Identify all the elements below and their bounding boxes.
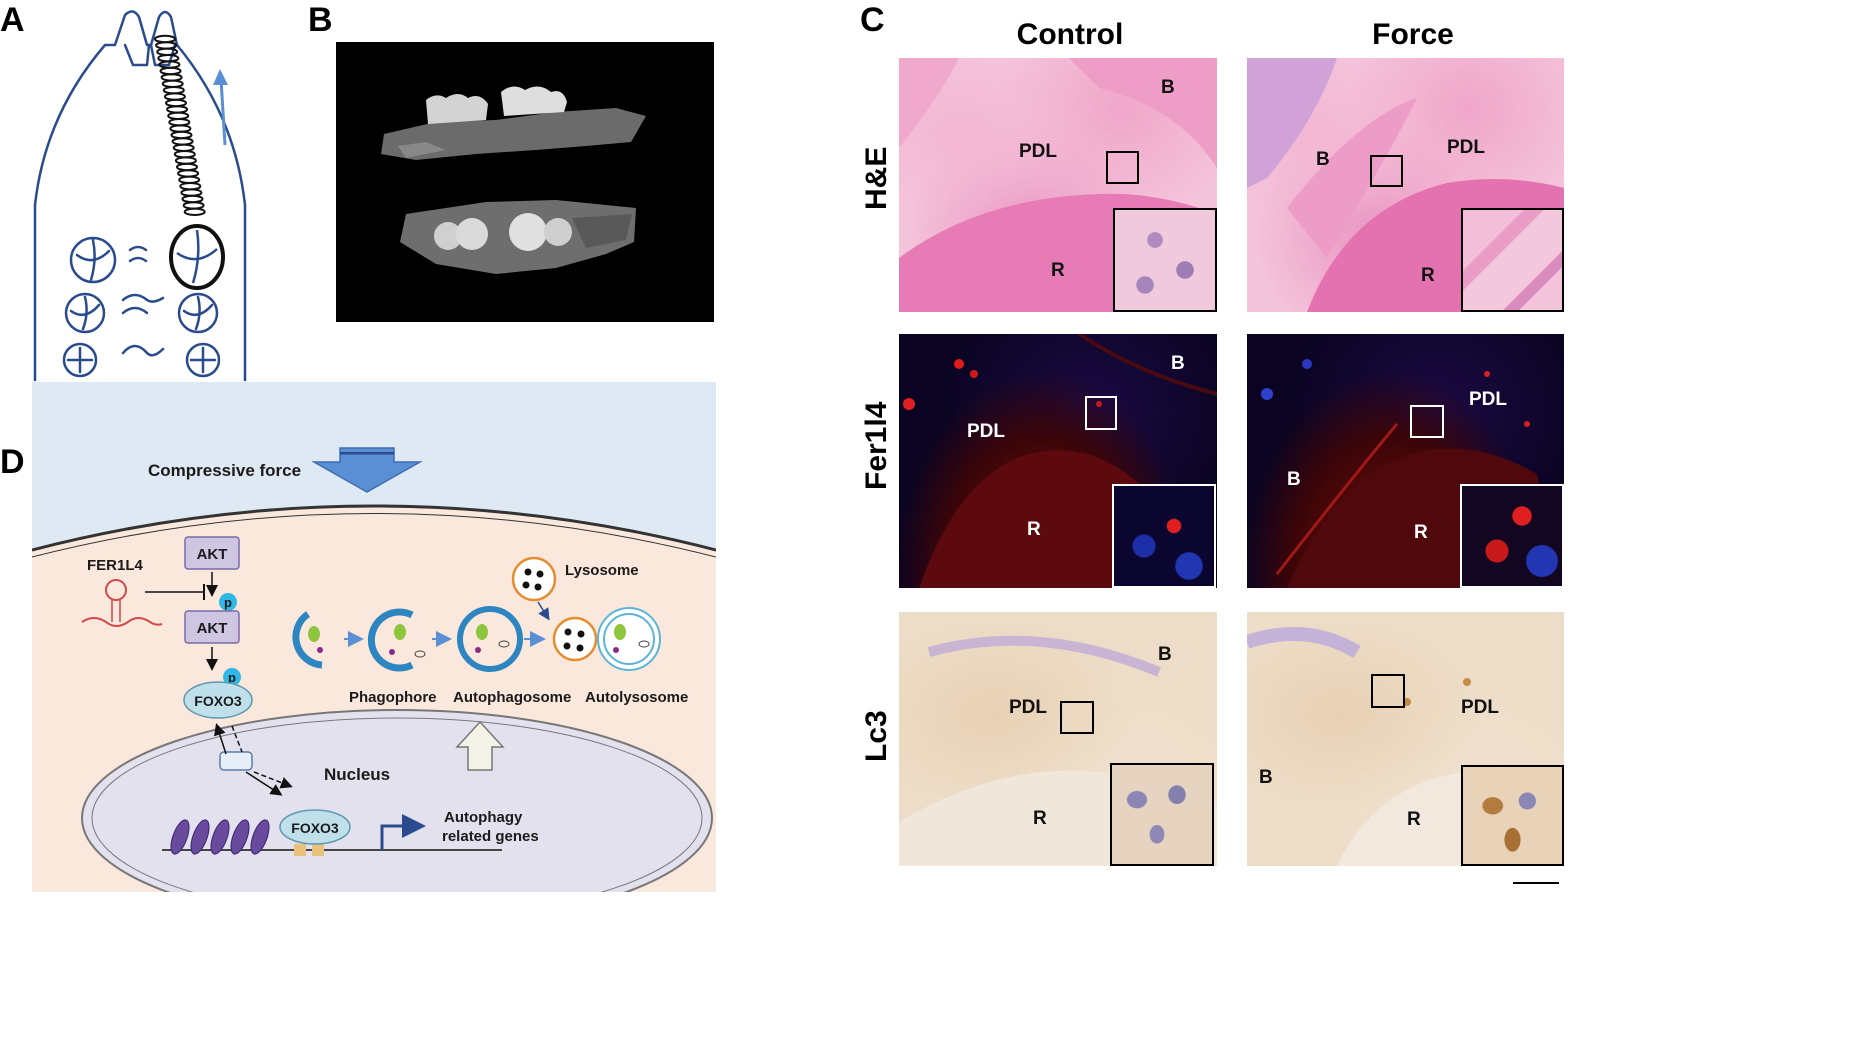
row-header-he: H&E	[860, 146, 893, 210]
tissue-label-b: B	[1158, 644, 1172, 665]
akt-label: AKT	[197, 546, 228, 563]
tissue-label-pdl: PDL	[967, 421, 1005, 442]
tissue-label-pdl: PDL	[1019, 141, 1057, 162]
panel-label-b: B	[308, 1, 333, 39]
magnified-inset	[1110, 763, 1214, 866]
tissue-label-b: B	[1316, 149, 1330, 170]
tissue-label-b: B	[1161, 77, 1175, 98]
fer1l4-control-image: PDL B R	[899, 334, 1217, 588]
phospho-akt-box	[184, 610, 240, 644]
tissue-label-b: B	[1259, 767, 1273, 788]
autophagy-genes-line1: Autophagy	[444, 809, 523, 826]
he-force-image: PDL B R	[1247, 58, 1564, 312]
fer1l4-force-image: PDL B R	[1247, 334, 1564, 588]
autolysosome-label: Autolysosome	[585, 689, 688, 706]
lc3-force-image: PDL B R	[1247, 612, 1564, 866]
roi-box	[1085, 396, 1117, 430]
compressive-force-label: Compressive force	[148, 461, 301, 480]
autophagosome-label: Autophagosome	[453, 689, 571, 706]
foxo3-label: FOXO3	[194, 693, 242, 709]
tissue-label-r: R	[1051, 260, 1065, 281]
tissue-label-pdl: PDL	[1461, 697, 1499, 718]
tissue-label-r: R	[1033, 808, 1047, 829]
tissue-label-b: B	[1171, 353, 1185, 374]
lysosome-label: Lysosome	[565, 562, 639, 579]
panel-label-a: A	[0, 1, 25, 39]
foxo3-cytoplasmic	[183, 681, 253, 719]
panel-label-c: C	[860, 1, 885, 39]
row-header-fer1l4: Fer1l4	[860, 401, 893, 490]
lncrna-loop	[105, 579, 127, 601]
upregulation-arrow	[455, 720, 505, 771]
spring-coil	[183, 207, 206, 217]
lysosome-icon	[511, 556, 557, 602]
lncrna-strand	[81, 617, 163, 627]
roi-box	[1410, 405, 1444, 438]
autophagy-genes-line2: related genes	[442, 828, 539, 845]
he-control-image: PDL B R	[899, 58, 1217, 312]
phagophore-label: Phagophore	[349, 689, 437, 706]
maxilla-spring-schematic	[33, 10, 247, 382]
phospho-akt-label: AKT	[197, 620, 228, 637]
tissue-label-pdl: PDL	[1469, 389, 1507, 410]
akt-box	[184, 536, 240, 570]
micro-ct-image	[336, 42, 714, 322]
roi-box	[1106, 151, 1139, 184]
fer1l4-label: FER1L4	[87, 557, 144, 574]
phospho-badge	[219, 593, 237, 611]
nuclear-pore	[219, 751, 253, 771]
tissue-label-r: R	[1421, 265, 1435, 286]
phospho-label: p	[228, 670, 236, 685]
tissue-label-b: B	[1287, 469, 1301, 490]
magnified-inset	[1461, 208, 1564, 312]
tissue-label-r: R	[1027, 519, 1041, 540]
autophagy-pathway-diagram: Compressive force FER1L4 AKT p AKT p FOX…	[32, 382, 716, 892]
phagophore-initial	[292, 611, 323, 669]
fusing-lysosome-icon	[552, 616, 598, 662]
column-header-control: Control	[1016, 18, 1124, 51]
phagophore-icon	[367, 608, 414, 672]
roi-box	[1060, 701, 1094, 734]
lc3-control-image: PDL B R	[899, 612, 1217, 866]
chromatin	[170, 819, 270, 855]
scale-bar	[1513, 882, 1559, 884]
foxo3-nuclear	[279, 809, 351, 845]
foxo3-label: FOXO3	[291, 820, 339, 836]
nucleus-label: Nucleus	[324, 765, 390, 784]
magnified-inset	[1460, 484, 1564, 588]
phospho-label: p	[224, 595, 232, 610]
phospho-badge	[223, 668, 241, 686]
lncrna-stem	[111, 600, 121, 622]
tissue-label-pdl: PDL	[1009, 697, 1047, 718]
tissue-label-r: R	[1414, 522, 1428, 543]
magnified-inset	[1113, 208, 1217, 312]
row-header-lc3: Lc3	[860, 710, 893, 762]
magnified-inset	[1112, 484, 1216, 588]
tissue-label-r: R	[1407, 809, 1421, 830]
tissue-label-pdl: PDL	[1447, 137, 1485, 158]
column-header-force: Force	[1372, 18, 1454, 51]
autophagosome-icon	[457, 606, 523, 672]
roi-box	[1370, 155, 1403, 187]
panel-label-d: D	[0, 443, 25, 481]
magnified-inset	[1461, 765, 1564, 866]
roi-box	[1371, 674, 1405, 708]
